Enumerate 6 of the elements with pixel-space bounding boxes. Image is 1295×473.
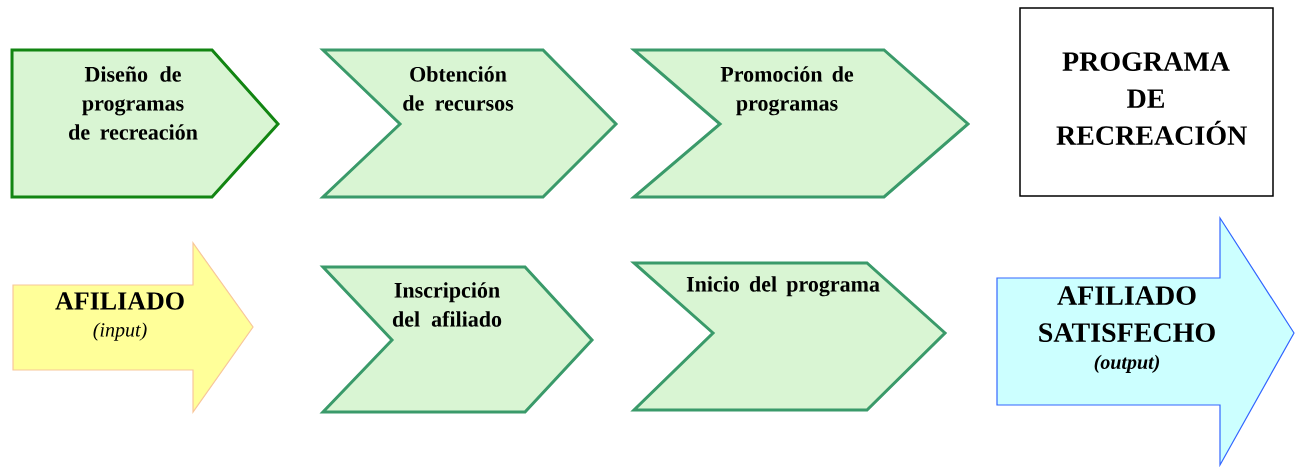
process-step: Inscripción del afiliado: [319, 265, 595, 414]
process-step: Promoción de programas: [629, 48, 971, 199]
process-pentagon: Diseño de programas de recreación: [10, 48, 281, 199]
process-step: Inicio del programa: [630, 261, 948, 412]
process-step: Obtención de recursos: [319, 48, 619, 199]
result-box: PROGRAMA DE RECREACIÓN: [1019, 7, 1274, 197]
